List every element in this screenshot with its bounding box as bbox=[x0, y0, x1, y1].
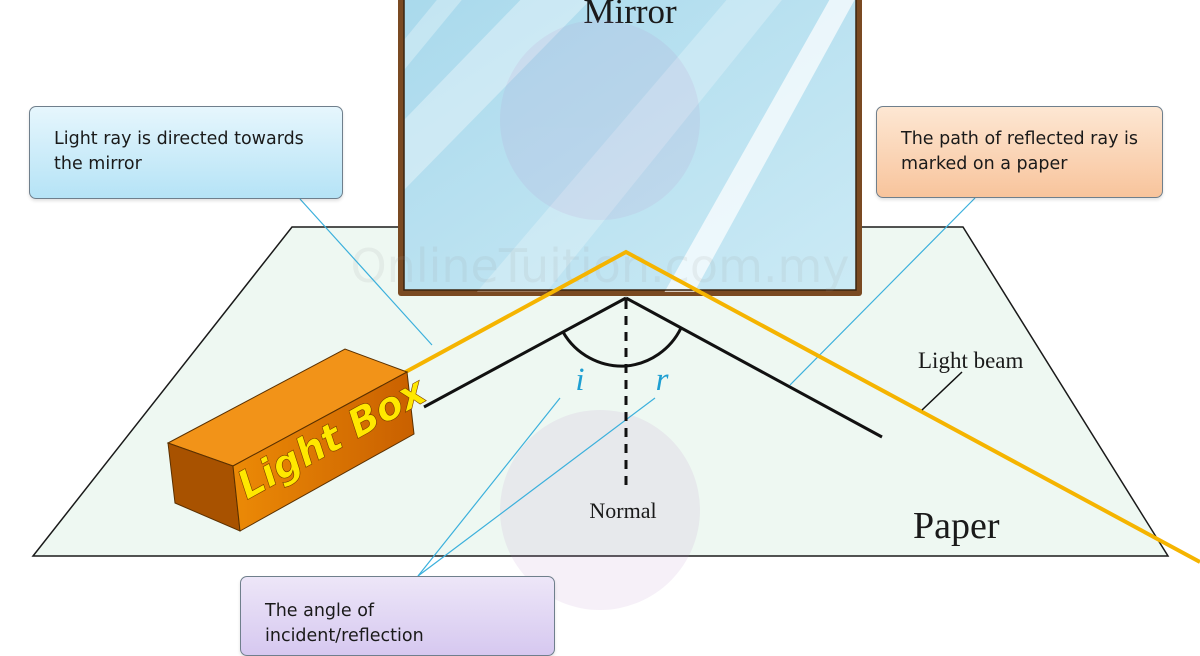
normal-label: Normal bbox=[589, 498, 656, 523]
light-beam bbox=[399, 249, 1200, 564]
marked-incident-ray bbox=[423, 296, 627, 409]
reflection-diagram: Mirror OnlineTuition.com.my Normal i r L… bbox=[31, 0, 1200, 610]
path-callout-pointer bbox=[789, 197, 976, 386]
incident-ray-callout: Light ray is directed towards the mirror bbox=[29, 106, 343, 199]
paper-label: Paper bbox=[913, 505, 1000, 547]
angle-arc-incident bbox=[561, 331, 627, 368]
angle-r-label: r bbox=[656, 362, 669, 398]
mirror-label: Mirror bbox=[583, 0, 677, 31]
watermark: OnlineTuition.com.my bbox=[350, 20, 850, 610]
mirror: Mirror bbox=[398, 0, 862, 296]
light-beam-label: Light beam bbox=[918, 348, 1023, 373]
angle-callout-pointer-r bbox=[417, 397, 656, 577]
angle-arc-reflection bbox=[625, 327, 683, 368]
angle-callout-pointer-i bbox=[417, 397, 561, 577]
angle-callout: The angle of incident/reflection bbox=[240, 576, 555, 656]
marked-reflected-ray bbox=[625, 296, 883, 439]
angle-i-label: i bbox=[575, 362, 584, 398]
incident-callout-pointer bbox=[299, 198, 433, 346]
light-beam-label-pointer bbox=[921, 371, 963, 411]
reflected-path-callout: The path of reflected ray is marked on a… bbox=[876, 106, 1163, 198]
